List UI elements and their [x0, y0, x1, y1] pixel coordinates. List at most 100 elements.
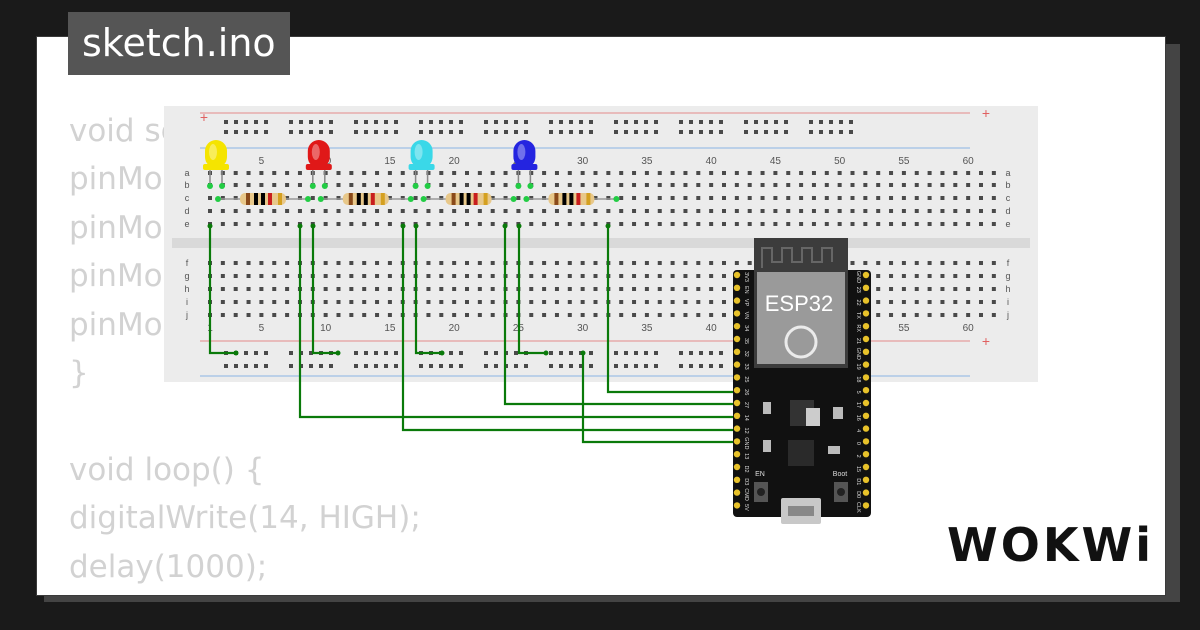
rail-hole	[699, 130, 703, 134]
resistor-band	[483, 193, 488, 205]
breadboard-hole	[220, 209, 225, 213]
breadboard-hole	[966, 183, 971, 187]
led-pin-dot	[207, 183, 213, 189]
breadboard-hole	[914, 209, 919, 213]
breadboard-hole	[439, 183, 444, 187]
breadboard-hole	[554, 300, 559, 304]
breadboard-hole	[606, 196, 611, 200]
pin-label-left: 25	[743, 376, 749, 382]
rail-hole	[624, 351, 628, 355]
breadboard-hole	[272, 222, 277, 226]
rail-hole	[784, 130, 788, 134]
breadboard-hole	[632, 222, 637, 226]
led-body	[513, 140, 536, 168]
breadboard-hole	[413, 209, 418, 213]
breadboard-hole	[940, 196, 945, 200]
breadboard-hole	[362, 300, 367, 304]
rail-hole	[309, 351, 313, 355]
rail-hole	[614, 120, 618, 124]
jumper-wire	[581, 353, 737, 444]
rail-hole	[224, 364, 228, 368]
rail-hole	[719, 120, 723, 124]
breadboard-hole	[786, 171, 791, 175]
breadboard-hole	[426, 209, 431, 213]
led-red	[305, 140, 332, 189]
pin-label-left: EN	[743, 286, 749, 294]
breadboard-hole	[580, 313, 585, 317]
breadboard-hole	[632, 183, 637, 187]
breadboard-hole	[439, 313, 444, 317]
breadboard-hole	[901, 300, 906, 304]
pin-label-right: 17	[855, 402, 861, 408]
breadboard-hole	[477, 300, 482, 304]
breadboard-hole	[683, 196, 688, 200]
breadboard-hole	[696, 313, 701, 317]
breadboard-hole	[400, 183, 405, 187]
breadboard-hole	[850, 222, 855, 226]
filename-tab[interactable]: sketch.ino	[68, 12, 290, 75]
breadboard-hole	[632, 171, 637, 175]
breadboard-hole	[863, 209, 868, 213]
breadboard-hole	[362, 313, 367, 317]
rail-hole	[744, 120, 748, 124]
jumper-wire	[503, 226, 737, 406]
breadboard-hole	[233, 287, 238, 291]
pin-label-left: 12	[743, 428, 749, 434]
breadboard-hole	[233, 300, 238, 304]
rail-hole	[579, 120, 583, 124]
breadboard-hole	[940, 222, 945, 226]
breadboard-hole	[439, 196, 444, 200]
breadboard-hole	[657, 287, 662, 291]
breadboard-hole	[426, 171, 431, 175]
breadboard-hole	[375, 274, 380, 278]
breadboard-channel	[172, 238, 1030, 248]
breadboard-hole	[747, 183, 752, 187]
breadboard-hole	[452, 274, 457, 278]
rail-hole	[234, 364, 238, 368]
breadboard-hole	[233, 313, 238, 317]
row-letter: i	[1007, 297, 1009, 307]
wire-end	[400, 223, 406, 229]
breadboard-hole	[490, 287, 495, 291]
breadboard-hole	[336, 196, 341, 200]
rail-hole	[679, 130, 683, 134]
breadboard-hole	[632, 313, 637, 317]
rail-hole	[449, 364, 453, 368]
breadboard-hole	[220, 171, 225, 175]
breadboard-hole	[709, 183, 714, 187]
rail-hole	[689, 120, 693, 124]
breadboard-hole	[542, 183, 547, 187]
rail-hole	[709, 351, 713, 355]
pin-left	[733, 489, 741, 496]
rail-hole	[234, 120, 238, 124]
breadboard-hole	[387, 222, 392, 226]
breadboard-hole	[336, 300, 341, 304]
rail-hole	[459, 120, 463, 124]
breadboard-hole	[567, 222, 572, 226]
rail-hole	[809, 120, 813, 124]
breadboard-hole	[362, 183, 367, 187]
breadboard-hole	[927, 261, 932, 265]
breadboard-hole	[336, 274, 341, 278]
code-line: delay(1000);	[69, 548, 268, 585]
column-number-top: 45	[770, 156, 782, 167]
breadboard-hole	[387, 261, 392, 265]
resistor-pin-dot	[407, 196, 414, 202]
breadboard-hole	[979, 300, 983, 304]
breadboard-hole	[233, 196, 238, 200]
breadboard-hole	[542, 261, 547, 265]
rail-hole	[224, 120, 228, 124]
rail-hole	[394, 120, 398, 124]
breadboard-hole	[272, 209, 277, 213]
breadboard-hole	[490, 222, 495, 226]
rail-hole	[439, 364, 443, 368]
breadboard-hole	[901, 287, 906, 291]
pin-label-right: GND	[855, 348, 861, 360]
resistor-pin-dot	[523, 196, 530, 202]
breadboard-hole	[734, 183, 739, 187]
breadboard-hole	[516, 209, 521, 213]
breadboard-hole	[863, 171, 868, 175]
breadboard-hole	[529, 313, 534, 317]
led-pin-dot	[309, 183, 316, 189]
breadboard-hole	[439, 300, 444, 304]
